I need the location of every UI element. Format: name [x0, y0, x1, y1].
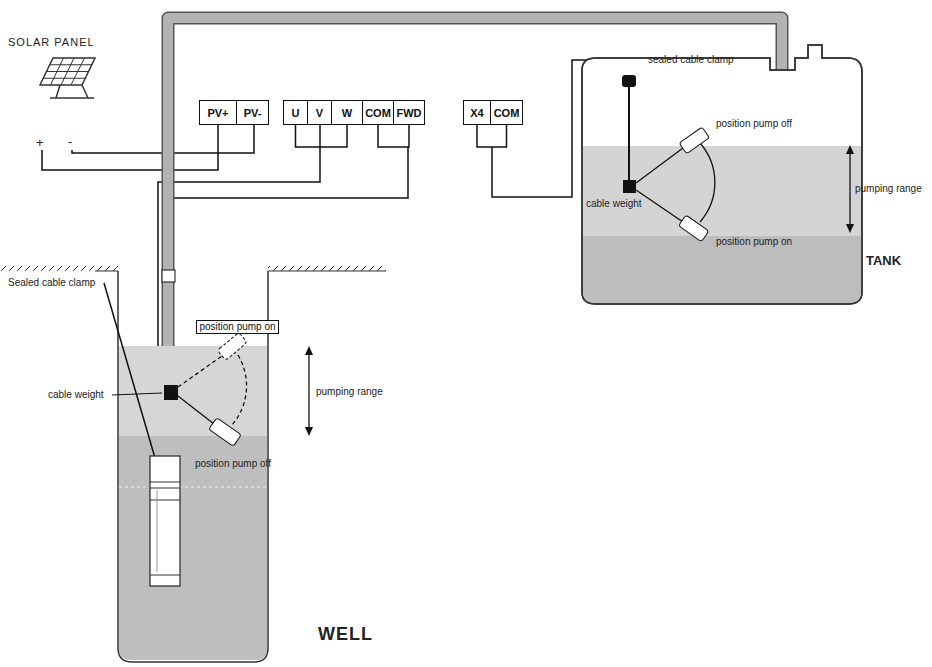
terminal-bridge: [296, 125, 348, 147]
terminal-box: PV+: [199, 100, 237, 125]
annotation-label: TANK: [866, 255, 901, 267]
terminal-name: V: [316, 107, 323, 119]
terminal-name: W: [342, 107, 352, 119]
annotation-label: sealed cable clamp: [648, 54, 734, 66]
annotation-label: position pump off: [195, 458, 271, 470]
annotation-label: Sealed cable clamp: [8, 277, 95, 289]
terminal-box: X4: [463, 100, 491, 125]
terminal-box: W: [331, 100, 363, 125]
annotation-label: WELL: [318, 628, 373, 640]
terminal-name: FWD: [396, 107, 421, 119]
annotation-label: pumping range: [316, 386, 383, 398]
terminal-box: COM: [490, 100, 523, 125]
terminal-name: PV-: [244, 107, 262, 119]
float-label: position pump on: [199, 321, 275, 333]
terminal-name: X4: [470, 107, 483, 119]
annotation-label: position pump off: [716, 118, 792, 130]
terminal-name: COM: [494, 107, 520, 119]
terminal-box: COM: [362, 100, 394, 125]
tank: [582, 45, 862, 304]
annotation-label: cable weight: [586, 198, 642, 210]
annotation-label: position pump on: [716, 236, 792, 248]
annotation-label: pumping range: [855, 183, 922, 195]
terminal-box: U: [283, 100, 308, 125]
annotation-label: -: [68, 136, 72, 148]
annotation-label: +: [36, 137, 44, 149]
terminal-name: U: [292, 107, 300, 119]
terminal-box: PV-: [236, 100, 269, 125]
terminal-bridge: [378, 125, 409, 147]
terminal-bridge: [477, 125, 507, 147]
terminal-name: COM: [365, 107, 391, 119]
float-position-box: position pump on: [196, 320, 279, 334]
annotation-label: cable weight: [48, 389, 104, 401]
annotation-label: SOLAR PANEL: [8, 36, 95, 48]
solar-panel: [40, 58, 95, 98]
terminal-box: V: [307, 100, 332, 125]
terminal-name: PV+: [207, 107, 228, 119]
terminal-box: FWD: [393, 100, 425, 125]
well: [0, 266, 386, 662]
